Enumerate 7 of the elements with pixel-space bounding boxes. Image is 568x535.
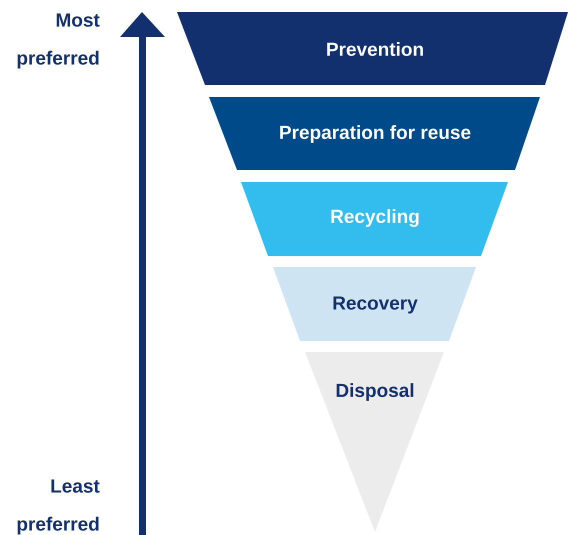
funnel-band: Recycling	[241, 182, 508, 256]
funnel-band: Disposal	[305, 352, 444, 532]
funnel-band: Preparation for reuse	[209, 97, 540, 170]
axis-label: Least preferred	[18, 480, 100, 534]
funnel-band: Prevention	[177, 12, 568, 85]
axis-label: Most preferred	[18, 14, 100, 68]
funnel-band: Recovery	[273, 267, 476, 341]
